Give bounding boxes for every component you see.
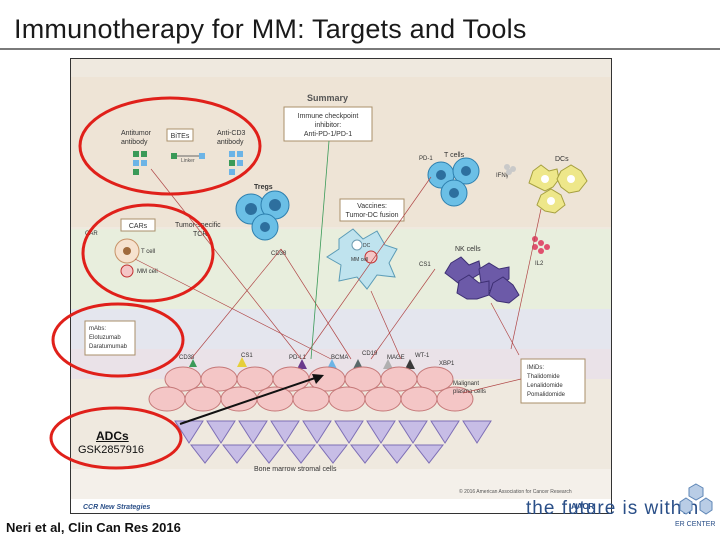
imids-line-3: Lenalidomide — [527, 383, 563, 389]
antitumor-antibody-line-1: Antitumor — [121, 130, 152, 137]
target-receptors — [189, 357, 415, 369]
target-cs1: CS1 — [241, 353, 253, 359]
dcs-label: DCs — [555, 156, 569, 163]
tumor-tcr-line-1: Tumor-specific — [175, 222, 221, 229]
car-label: CAR — [85, 231, 98, 237]
imids-line-1: IMiDs: — [527, 365, 544, 371]
mm-cell-fusion-label: MM cell — [351, 257, 368, 263]
linker-label: Linker — [181, 158, 195, 164]
cars-label: CARs — [129, 223, 148, 230]
adcs-label: ADCs — [96, 429, 129, 443]
target-wt1: WT-1 — [415, 353, 430, 359]
target-cd19: CD19 — [362, 351, 378, 357]
brand-footer: the future is within ER CENTER — [520, 483, 720, 540]
antitumor-antibody-line-2: antibody — [121, 139, 148, 146]
t-cells-cluster — [427, 157, 480, 207]
il2-dots — [532, 236, 550, 254]
target-cd38: CD38 — [179, 355, 195, 361]
adc-drug-label: GSK2857916 — [78, 444, 145, 456]
target-bcma: BCMA — [331, 355, 348, 361]
citation: Neri et al, Clin Can Res 2016 — [6, 520, 181, 535]
cd38-upper-label: CD38 — [271, 251, 287, 257]
car-t-cell — [114, 238, 140, 278]
highlight-mabs — [51, 302, 185, 378]
imids-line-4: Pomalidomide — [527, 392, 566, 398]
anti-cd3-line-1: Anti-CD3 — [217, 130, 246, 137]
nk-cells-cluster — [444, 256, 520, 304]
checkpoint-box — [283, 106, 373, 142]
bispecific-antibody-icons — [133, 151, 243, 175]
tregs-cells — [235, 190, 290, 241]
mabs-line-3: Daratumumab — [89, 344, 128, 350]
brand-text: the future is within — [526, 498, 700, 519]
anti-cd3-line-2: antibody — [217, 139, 244, 146]
checkpoint-line-2: inhibitor: — [315, 122, 342, 129]
copyright-text: © 2016 American Association for Cancer R… — [459, 488, 572, 495]
vaccines-line-1: Vaccines: — [357, 203, 387, 210]
dc-label: DC — [363, 243, 371, 249]
mm-cell-label: MM cell — [137, 269, 158, 275]
adc-arrowhead — [312, 374, 324, 384]
il2-label: IL2 — [535, 261, 544, 267]
nk-cells-label: NK cells — [455, 246, 481, 253]
stromal-label: Bone marrow stromal cells — [254, 466, 337, 473]
bone-marrow-stromal-cells — [174, 420, 492, 464]
dc-fusion-cell — [326, 228, 398, 290]
cs1-right-label: CS1 — [419, 262, 431, 268]
ccr-label: CCR New Strategies — [83, 504, 150, 511]
aacr-label: AACR — [571, 502, 594, 511]
ifng-dots — [504, 164, 516, 175]
malignant-plasma-cells — [148, 366, 474, 412]
mabs-line-1: mAbs: — [89, 326, 106, 332]
title-divider — [0, 48, 720, 50]
brand-sub: ER CENTER — [675, 521, 716, 528]
ifng-label: IFNγ — [496, 173, 509, 179]
checkpoint-line-1: Immune checkpoint — [298, 113, 359, 120]
t-cell-label: T cell — [141, 249, 155, 255]
bites-label: BiTEs — [171, 133, 190, 140]
t-cells-label: T cells — [444, 152, 465, 159]
dc-cells — [528, 164, 588, 214]
tumor-tcr-line-2: TCR — [193, 231, 207, 238]
pd1-label: PD-1 — [419, 156, 433, 162]
highlight-cars — [81, 203, 215, 303]
target-pd-l1: PD-L1 — [289, 355, 307, 361]
summary-figure: Summary Immune checkpoint inhibitor: Ant… — [70, 58, 612, 514]
highlight-adcs — [49, 406, 183, 470]
target-mage: MAGE — [387, 355, 405, 361]
malignant-line-1: Malignant — [453, 381, 479, 387]
pathway-lines — [134, 168, 542, 360]
adc-arrow — [179, 376, 319, 425]
highlight-bites — [78, 96, 262, 196]
checkpoint-line-3: Anti-PD-1/PD-1 — [304, 131, 352, 138]
imids-line-2: Thalidomide — [527, 374, 560, 380]
target-xbp1: XBP1 — [439, 361, 455, 367]
tregs-label: Tregs — [254, 184, 273, 191]
vaccines-line-2: Tumor-DC fusion — [345, 212, 398, 219]
mabs-line-2: Elotuzumab — [89, 335, 121, 341]
slide-title: Immunotherapy for MM: Targets and Tools — [14, 14, 527, 44]
brand-logo-icon — [679, 483, 713, 515]
summary-header: Summary — [307, 93, 348, 103]
malignant-line-2: plasma cells — [453, 389, 486, 395]
